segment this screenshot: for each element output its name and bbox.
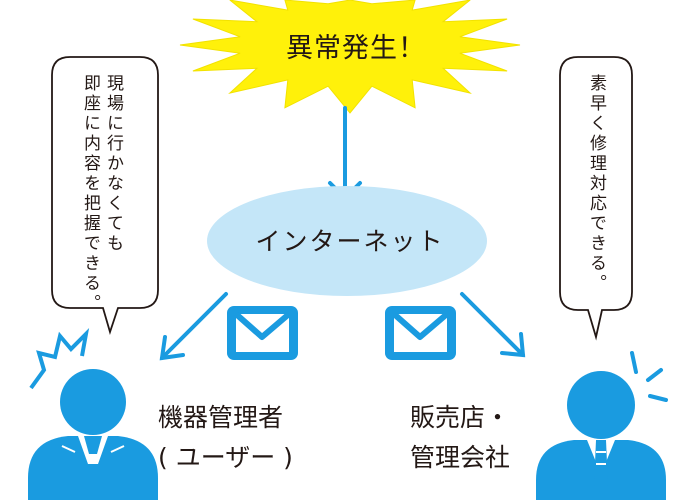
internet-cloud [207, 186, 487, 296]
user-name-line2: ( ユーザー ) [158, 443, 293, 472]
company-name-line2: 管理会社 [410, 443, 511, 472]
envelope-icon [227, 306, 298, 360]
arrow-to-company [460, 292, 526, 358]
person-company [536, 371, 666, 500]
stress-lines [29, 328, 90, 390]
arrow-to-user [159, 292, 228, 361]
alert-lines [630, 351, 668, 402]
arrow-down [328, 106, 362, 201]
company-speech-line1: 素早く修理対応できる。 [586, 74, 606, 294]
alert-title: 異常発生！ [286, 33, 426, 64]
person-user [28, 369, 158, 500]
internet-label: インターネット [255, 227, 445, 256]
alert-starburst [179, 0, 521, 114]
user-name-line1: 機器管理者 [158, 403, 284, 432]
speech-bubble-company [559, 56, 633, 341]
envelope-icon [385, 306, 456, 360]
user-speech-line1: 現場に行かなくても [103, 74, 123, 254]
company-name-line1: 販売店・ [410, 403, 511, 432]
user-speech-line2: 即座に内容を把握できる。 [80, 74, 100, 314]
speech-bubble-user [51, 56, 159, 336]
